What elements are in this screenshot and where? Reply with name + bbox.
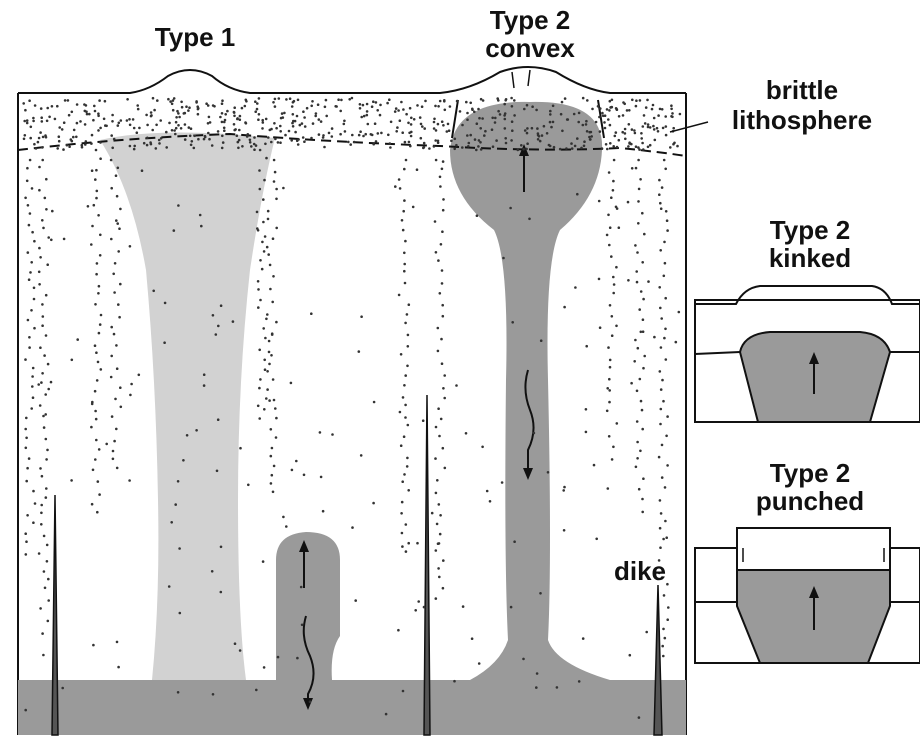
source-layer <box>18 680 686 735</box>
fault-crest-a <box>512 72 514 88</box>
type2-punched-subtitle: punched <box>740 487 880 515</box>
dike-center <box>424 395 430 735</box>
type2-convex-diapir <box>450 102 610 680</box>
dike-left <box>52 495 58 735</box>
inset-kinked <box>695 286 920 422</box>
dike-label: dike <box>600 557 680 585</box>
type1-diapir <box>100 132 275 680</box>
type2-convex-title: Type 2 <box>470 6 590 34</box>
type2-kinked-title: Type 2 <box>750 216 870 244</box>
dike-right <box>654 585 662 735</box>
type2-kinked-subtitle: kinked <box>750 244 870 272</box>
lithosphere-label: lithosphere <box>712 106 892 134</box>
surface-line <box>18 67 686 93</box>
inset-punched <box>695 528 920 663</box>
type2-punched-title: Type 2 <box>750 459 870 487</box>
punched-block <box>737 528 890 570</box>
lithosphere-pointer <box>670 122 708 132</box>
type1-label: Type 1 <box>135 23 255 51</box>
main-section <box>18 67 708 735</box>
small-diapir <box>276 532 340 680</box>
brittle-label: brittle <box>722 76 882 104</box>
type2-convex-subtitle: convex <box>470 34 590 62</box>
fault-crest-b <box>528 70 530 86</box>
